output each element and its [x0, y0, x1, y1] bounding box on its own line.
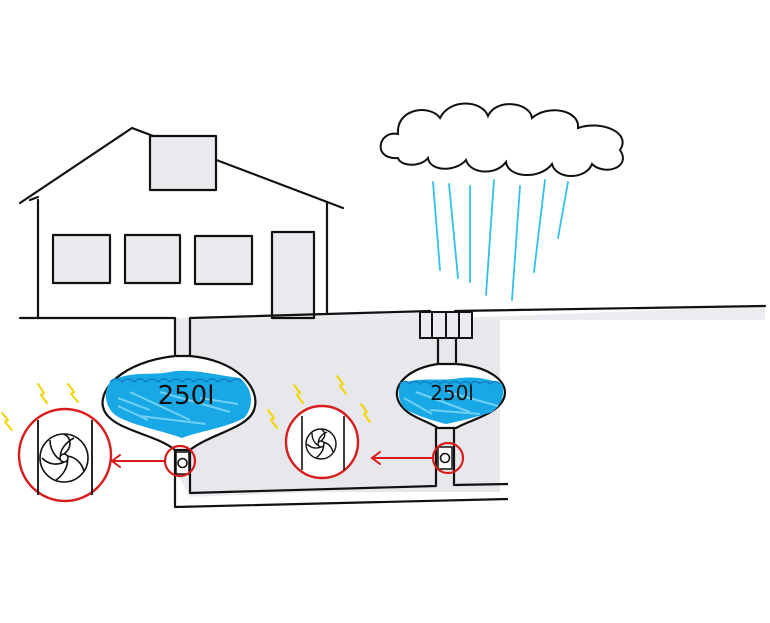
tank-right-water-texture [403, 391, 499, 415]
tank-right: 250l [395, 362, 507, 430]
drain-grate [419, 311, 473, 339]
cloud-icon [379, 102, 624, 177]
spark-left-2 [37, 383, 48, 404]
window-3 [193, 234, 254, 286]
rain [432, 179, 569, 301]
window-1 [51, 233, 112, 285]
valve-right [431, 441, 465, 475]
spark-left-3 [67, 383, 79, 403]
turbine-fan-icon [39, 433, 89, 483]
turbine-right-highlight [284, 404, 360, 480]
tank-left: 250l [101, 354, 257, 452]
tank-right-waves [399, 380, 501, 386]
arrow-right [370, 451, 433, 465]
house-roof [18, 126, 345, 210]
spark-right-3 [336, 375, 347, 395]
house [18, 126, 345, 320]
window-2 [123, 233, 182, 285]
spark-right-2 [293, 384, 304, 404]
lightning-spark-icon [1, 375, 371, 431]
turbine-right-housing [301, 416, 345, 470]
spark-right-1 [267, 409, 278, 429]
arrow-left [110, 454, 165, 468]
turbine-left-housing [37, 420, 93, 495]
tank-left-label: 250l [158, 381, 215, 411]
valve-icon [439, 452, 451, 464]
downpipe-right [436, 338, 458, 364]
spark-right-4 [360, 403, 371, 423]
tank-right-water [398, 377, 504, 424]
tank-left-water [105, 370, 252, 438]
tank-left-water-texture [117, 391, 239, 425]
valve-icon [177, 457, 188, 469]
turbine-right [284, 404, 360, 480]
tank-left-waves [109, 378, 243, 384]
turbine-left [17, 407, 113, 503]
door [270, 230, 316, 320]
attic-window [148, 134, 218, 192]
ground-line [18, 304, 767, 320]
tank-right-label: 250l [430, 381, 474, 405]
spark-left-1 [1, 412, 13, 431]
turbine-left-highlight [17, 407, 113, 503]
house-roof-inner [28, 195, 40, 202]
turbine-fan-icon [305, 428, 337, 460]
downpipe-left [173, 318, 192, 356]
